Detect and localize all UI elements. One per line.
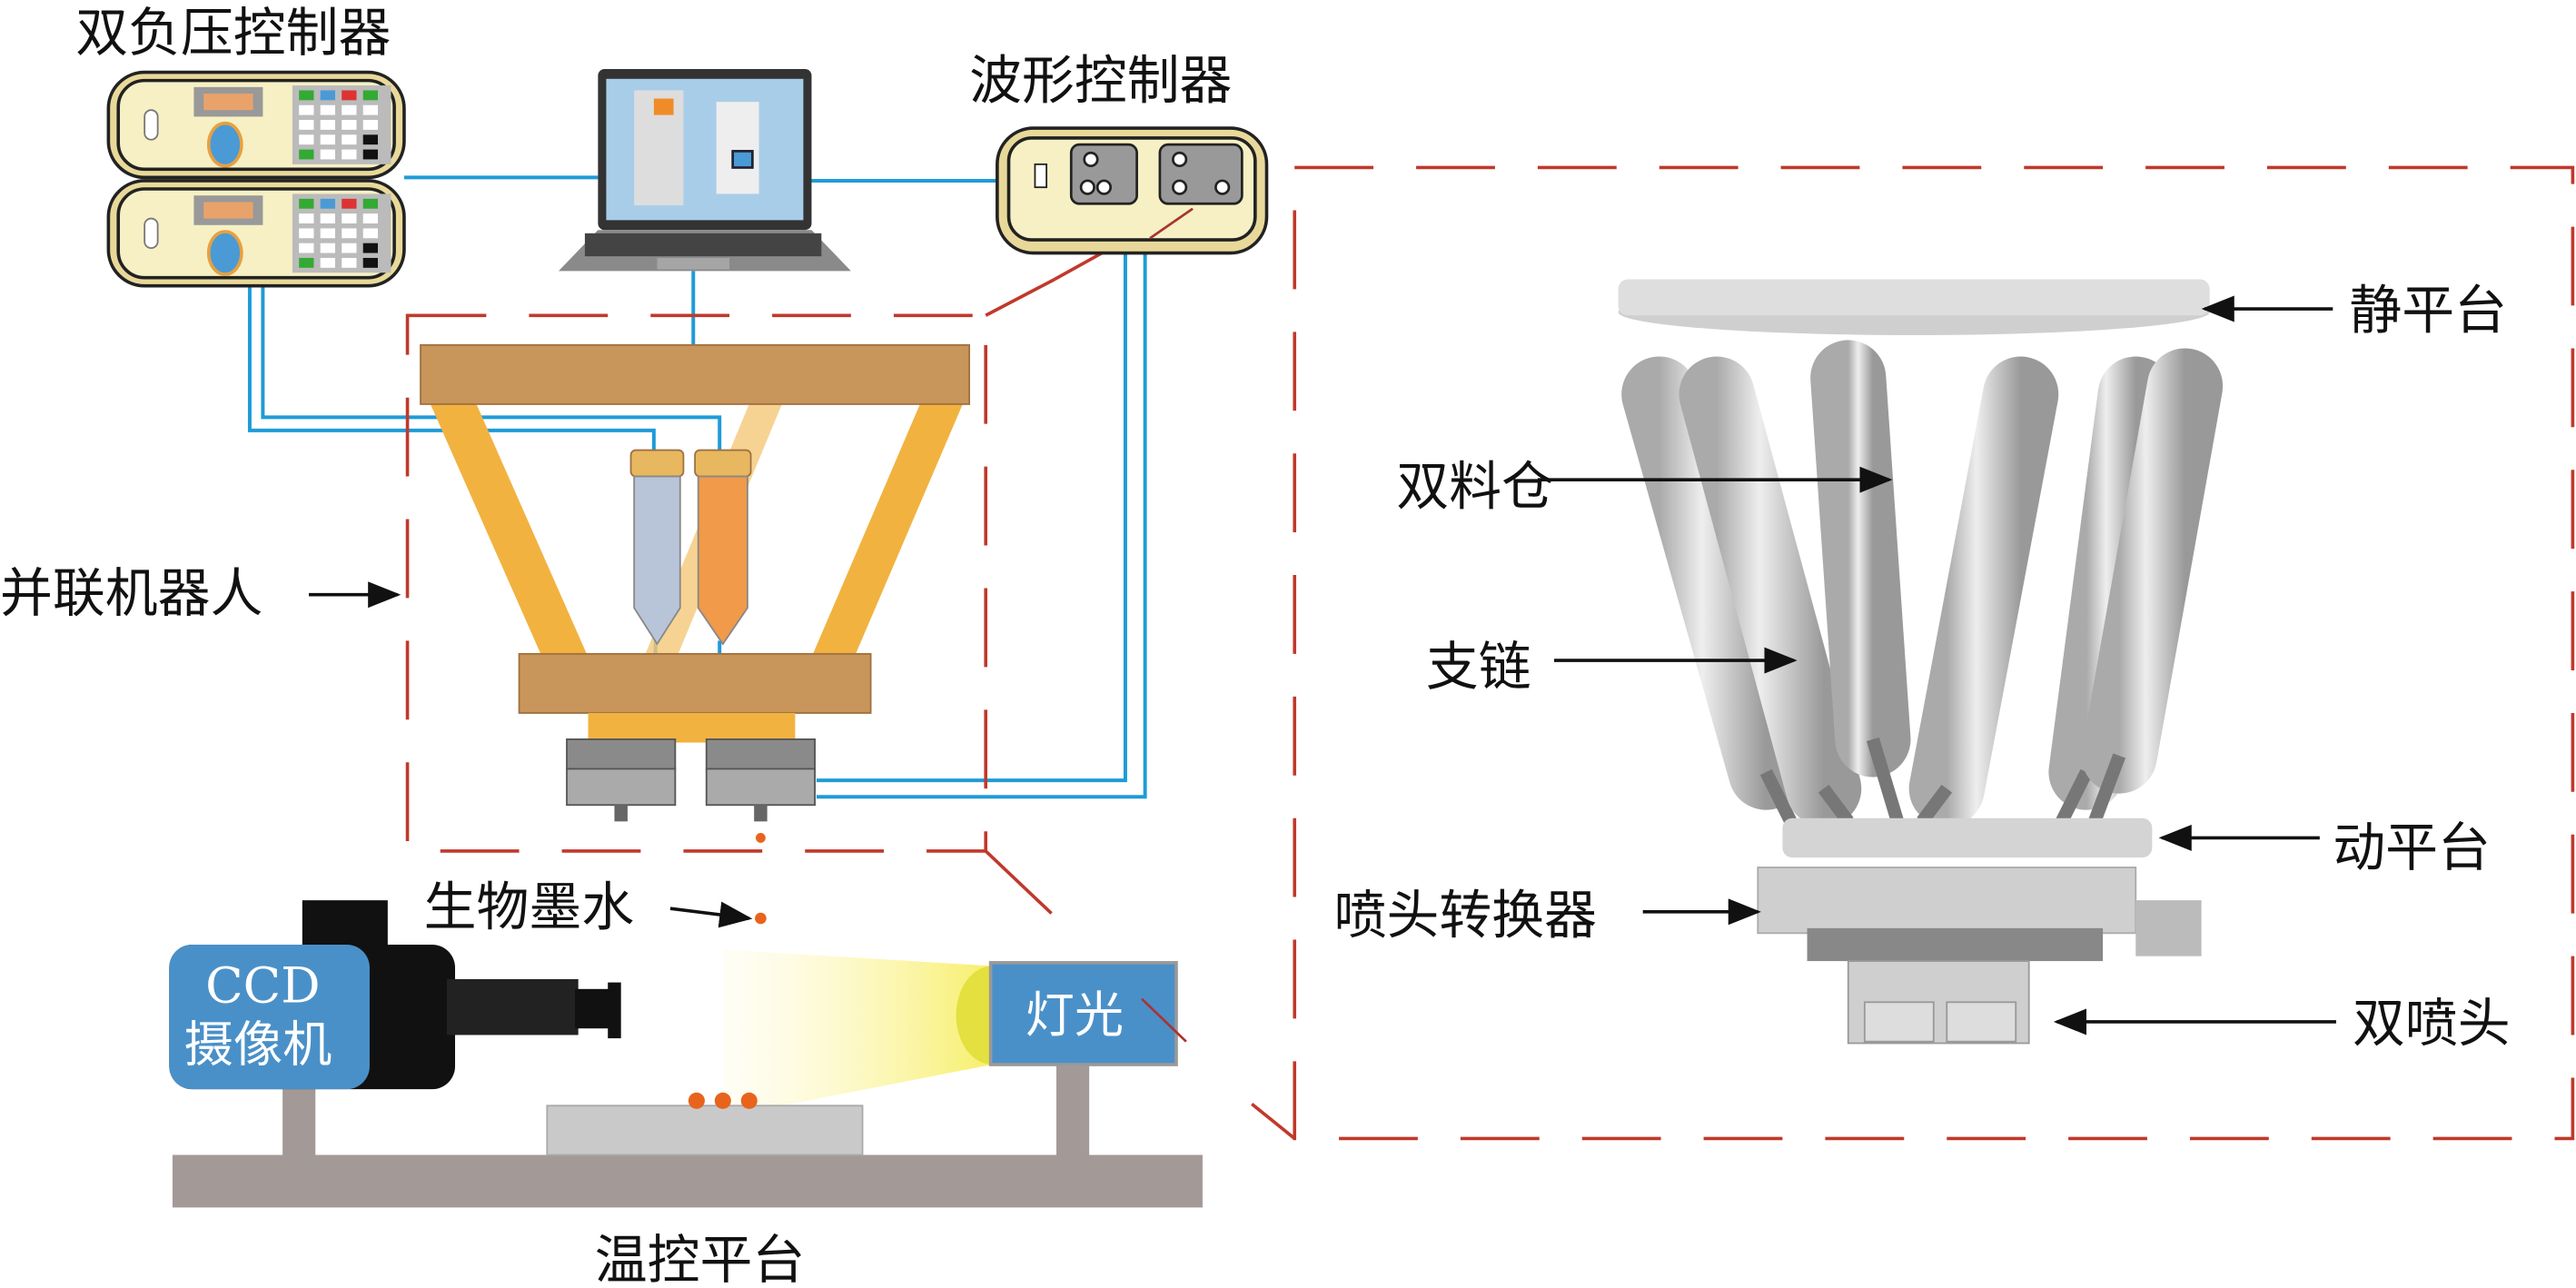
keypad-key [362, 257, 378, 268]
keypad-key [299, 104, 314, 115]
parallel-robot-schematic [420, 343, 971, 843]
keypad-key [320, 243, 335, 253]
keypad-key [299, 257, 314, 268]
branch-chain-rod [2088, 753, 2125, 824]
keypad-key [299, 120, 314, 130]
keypad-key [320, 134, 335, 145]
keypad-key [320, 228, 335, 239]
keypad-key [320, 104, 335, 115]
keypad-key [362, 104, 378, 115]
temperature-platform [172, 1059, 1203, 1208]
label-nozzle-switcher: 喷头转换器 [1334, 884, 1597, 946]
laptop [558, 68, 851, 272]
label-branch-chain: 支链 [1426, 636, 1531, 698]
parallel-robot-render [1618, 279, 2224, 1045]
branch-chain-cylinder [1810, 340, 1911, 778]
keypad-key [320, 90, 335, 101]
light-label: 灯光 [1025, 986, 1124, 1044]
keypad-key [342, 257, 357, 268]
branch-chain-rod [2056, 768, 2093, 825]
keypad-key [299, 149, 314, 160]
keypad-key [299, 90, 314, 101]
nozzle-2 [705, 738, 817, 843]
ccd-camera: CCD 摄像机 [169, 900, 621, 1090]
light-source: 灯光 [956, 961, 1187, 1066]
keypad-key [320, 120, 335, 130]
keypad-key [362, 228, 378, 239]
nozzle-1 [566, 738, 677, 822]
label-temperature-platform: 温控平台 [595, 1229, 805, 1288]
label-moving-platform: 动平台 [2333, 817, 2491, 878]
branch-chain-rod [1917, 784, 1953, 826]
keypad-key [342, 228, 357, 239]
vial-1 [629, 449, 685, 646]
label-parallel-robot: 并联机器人 [0, 562, 263, 624]
keypad-buttons [299, 90, 378, 268]
light-beam [722, 949, 993, 1117]
keypad-key [362, 198, 378, 209]
keypad-key [299, 243, 314, 253]
keypad-key [362, 149, 378, 160]
label-dual-nozzle: 双喷头 [2353, 993, 2511, 1055]
keypad-key [299, 198, 314, 209]
waveform-controller [996, 126, 1269, 255]
keypad-key [362, 134, 378, 145]
keypad-key [362, 90, 378, 101]
keypad-key [320, 213, 335, 223]
branch-chain-cylinder [2081, 348, 2224, 794]
branch-chain-rod [1818, 784, 1854, 826]
keypad-key [342, 90, 357, 101]
keypad-key [320, 149, 335, 160]
keypad-key [342, 134, 357, 145]
keypad-key [342, 198, 357, 209]
keypad-key [299, 213, 314, 223]
keypad-key [299, 228, 314, 239]
branch-chain-cylinder [1679, 356, 1862, 827]
branch-chain-cylinder [1621, 356, 1804, 810]
branch-chain-cylinder [1908, 356, 2059, 827]
camera-label-ccd: CCD [205, 956, 321, 1014]
negative-pressure-controller-2 [106, 179, 406, 288]
keypad-key [362, 120, 378, 130]
keypad-key [342, 104, 357, 115]
label-bio-ink: 生物墨水 [424, 876, 634, 937]
negative-pressure-controller-1 [106, 70, 406, 180]
branch-chain-rod [1759, 768, 1797, 825]
keypad-key [320, 198, 335, 209]
keypad-key [362, 213, 378, 223]
keypad-key [320, 257, 335, 268]
branch-chain-rod [1866, 737, 1904, 824]
keypad-key [342, 149, 357, 160]
label-waveform-controller: 波形控制器 [969, 50, 1232, 112]
label-dual-negative-pressure-controller: 双负压控制器 [75, 2, 391, 64]
keypad-key [299, 134, 314, 145]
keypad-key [342, 243, 357, 253]
keypad-key [342, 213, 357, 223]
camera-label-camera: 摄像机 [184, 1016, 332, 1073]
bio-ink-droplet [755, 912, 767, 925]
label-dual-cartridge: 双料仓 [1396, 455, 1554, 517]
keypad-key [362, 243, 378, 253]
vial-2 [694, 449, 752, 646]
label-static-platform: 静平台 [2349, 280, 2507, 342]
keypad-key [342, 120, 357, 130]
